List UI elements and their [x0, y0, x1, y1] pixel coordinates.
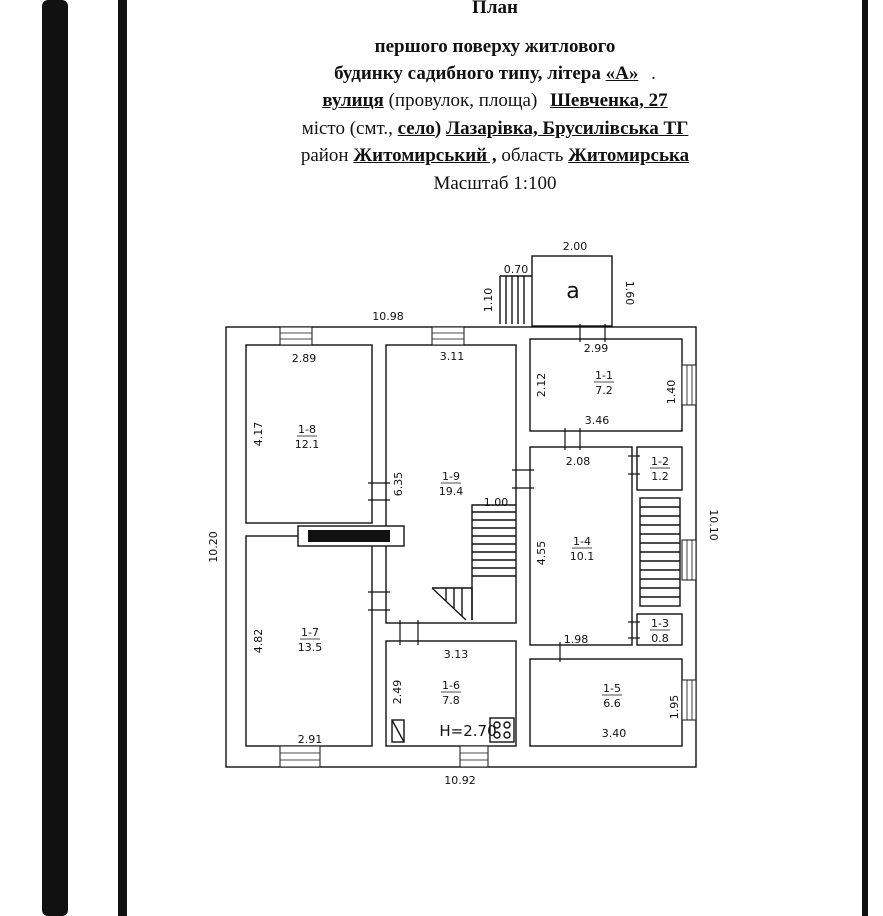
dim-r11-depth-left: 2.12 [535, 373, 548, 398]
room-label-1-9: 1-9 19.4 [439, 470, 464, 498]
room-outline-1-4 [529, 446, 633, 646]
scale-label: Масштаб 1:100 [433, 173, 557, 194]
boiler-1-6 [391, 719, 405, 743]
city-line: місто (смт., село) Лазарівка, Брусилівсь… [301, 118, 689, 139]
room-label-1-3: 1-3 0.8 [650, 617, 670, 645]
dim-r18-depth: 4.17 [252, 422, 265, 447]
dim-r14-depth: 4.55 [535, 541, 548, 566]
street-line: вулиця (провулок, площа) Шевченка, 27 [322, 90, 668, 111]
svg-text:1-2: 1-2 [651, 455, 669, 468]
district-value: Житомирський , [353, 145, 497, 166]
scan-edge-left [42, 0, 68, 916]
outer-wall-outline [225, 326, 697, 768]
svg-text:13.5: 13.5 [298, 641, 323, 654]
plan-subtitle-building: будинку садибного типу, літера «А» . [334, 63, 656, 84]
room-outline-1-6 [385, 640, 517, 747]
svg-text:0.8: 0.8 [651, 632, 669, 645]
porch-label: а [566, 279, 579, 304]
room-outline-1-3 [636, 613, 683, 646]
svg-text:12.1: 12.1 [295, 438, 320, 451]
svg-text:1-5: 1-5 [603, 682, 621, 695]
plan-title: План [472, 0, 518, 18]
svg-text:1-6: 1-6 [442, 679, 460, 692]
room-label-1-1: 1-1 7.2 [594, 369, 614, 397]
svg-text:1-7: 1-7 [301, 626, 319, 639]
dim-right-overall: 10.10 [707, 509, 720, 541]
room-label-1-2: 1-2 1.2 [650, 455, 670, 483]
dim-r14-width-top: 2.08 [566, 455, 591, 468]
svg-text:6.6: 6.6 [603, 697, 621, 710]
page-border-right [862, 0, 868, 916]
dim-r16-depth: 2.49 [391, 680, 404, 705]
svg-text:10.1: 10.1 [570, 550, 595, 563]
room-label-1-6: 1-6 7.8 [441, 679, 461, 707]
porch-outline [531, 255, 613, 327]
window-sashes [280, 332, 693, 761]
ceiling-height-label: H=2.70 [439, 722, 496, 740]
svg-text:1-9: 1-9 [442, 470, 460, 483]
room-label-1-8: 1-8 12.1 [295, 423, 320, 451]
room-label-1-7: 1-7 13.5 [298, 626, 323, 654]
svg-text:1.2: 1.2 [651, 470, 669, 483]
dim-porch-depth: 1.60 [623, 281, 636, 306]
window-top-1-8 [279, 326, 313, 346]
svg-text:1-1: 1-1 [595, 369, 613, 382]
svg-text:1-4: 1-4 [573, 535, 591, 548]
room-label-1-5: 1-5 6.6 [602, 682, 622, 710]
plan-subtitle-floor: першого поверху житлового [374, 36, 616, 57]
dim-r19-width: 3.11 [440, 350, 465, 363]
dim-r11-width-bottom: 3.46 [585, 414, 610, 427]
interior-stair-1-9 [431, 504, 516, 621]
room-labels: 1-8 12.1 1-9 19.4 1-1 7.2 1-2 1.2 1-4 10… [295, 369, 670, 710]
window-right-1-5 [681, 679, 697, 721]
city-value: Лазарівка, Брусилівська ТГ [445, 118, 689, 139]
dimension-labels: 2.00 1.60 0.70 1.10 10.98 10.92 10.20 10… [207, 240, 720, 787]
svg-text:1-3: 1-3 [651, 617, 669, 630]
window-right-1-1 [681, 364, 697, 406]
dim-r19-depth: 6.35 [392, 472, 405, 497]
window-bottom-1-7 [279, 745, 321, 768]
building-letter: «А» [605, 63, 639, 84]
chimney-fill [308, 530, 390, 542]
dim-r19-stair: 1.00 [484, 496, 509, 509]
dim-step-width: 0.70 [504, 263, 529, 276]
dim-r15-depth: 1.95 [668, 695, 681, 720]
window-right-1-4 [681, 539, 697, 581]
doors [368, 324, 640, 662]
dim-r15-width: 3.40 [602, 727, 627, 740]
street-value: Шевченка, 27 [550, 90, 668, 111]
svg-text:1-8: 1-8 [298, 423, 316, 436]
windows [279, 326, 697, 768]
window-top-1-9 [431, 326, 465, 346]
dim-top-overall: 10.98 [372, 310, 404, 323]
region-value: Житомирська [568, 145, 690, 166]
dim-bottom-overall: 10.92 [444, 774, 476, 787]
window-bottom-1-6 [459, 745, 489, 768]
room-label-1-4: 1-4 10.1 [570, 535, 595, 563]
svg-text:7.2: 7.2 [595, 384, 613, 397]
dim-left-overall: 10.20 [207, 531, 220, 563]
room-outline-1-9 [385, 344, 517, 624]
stove-1-6 [489, 717, 515, 743]
dim-porch-width: 2.00 [563, 240, 588, 253]
svg-text:7.8: 7.8 [442, 694, 460, 707]
dim-r16-width: 3.13 [444, 648, 469, 661]
dim-r14-width-bottom: 1.98 [564, 633, 589, 646]
svg-text:19.4: 19.4 [439, 485, 464, 498]
room-outline-1-2 [636, 446, 683, 491]
dim-r17-width: 2.91 [298, 733, 323, 746]
dim-r17-depth: 4.82 [252, 629, 265, 654]
dim-step-depth: 1.10 [482, 288, 495, 313]
page-border-left [118, 0, 127, 916]
district-line: район Житомирський , область Житомирська [300, 145, 690, 166]
dim-r11-width-top: 2.99 [584, 342, 609, 355]
porch-steps [499, 275, 532, 324]
title-block: План першого поверху житлового будинку с… [150, 0, 840, 200]
dim-r11-depth-right: 1.40 [665, 380, 678, 405]
interior-stair-1-2 [639, 497, 681, 607]
dim-r18-width: 2.89 [292, 352, 317, 365]
